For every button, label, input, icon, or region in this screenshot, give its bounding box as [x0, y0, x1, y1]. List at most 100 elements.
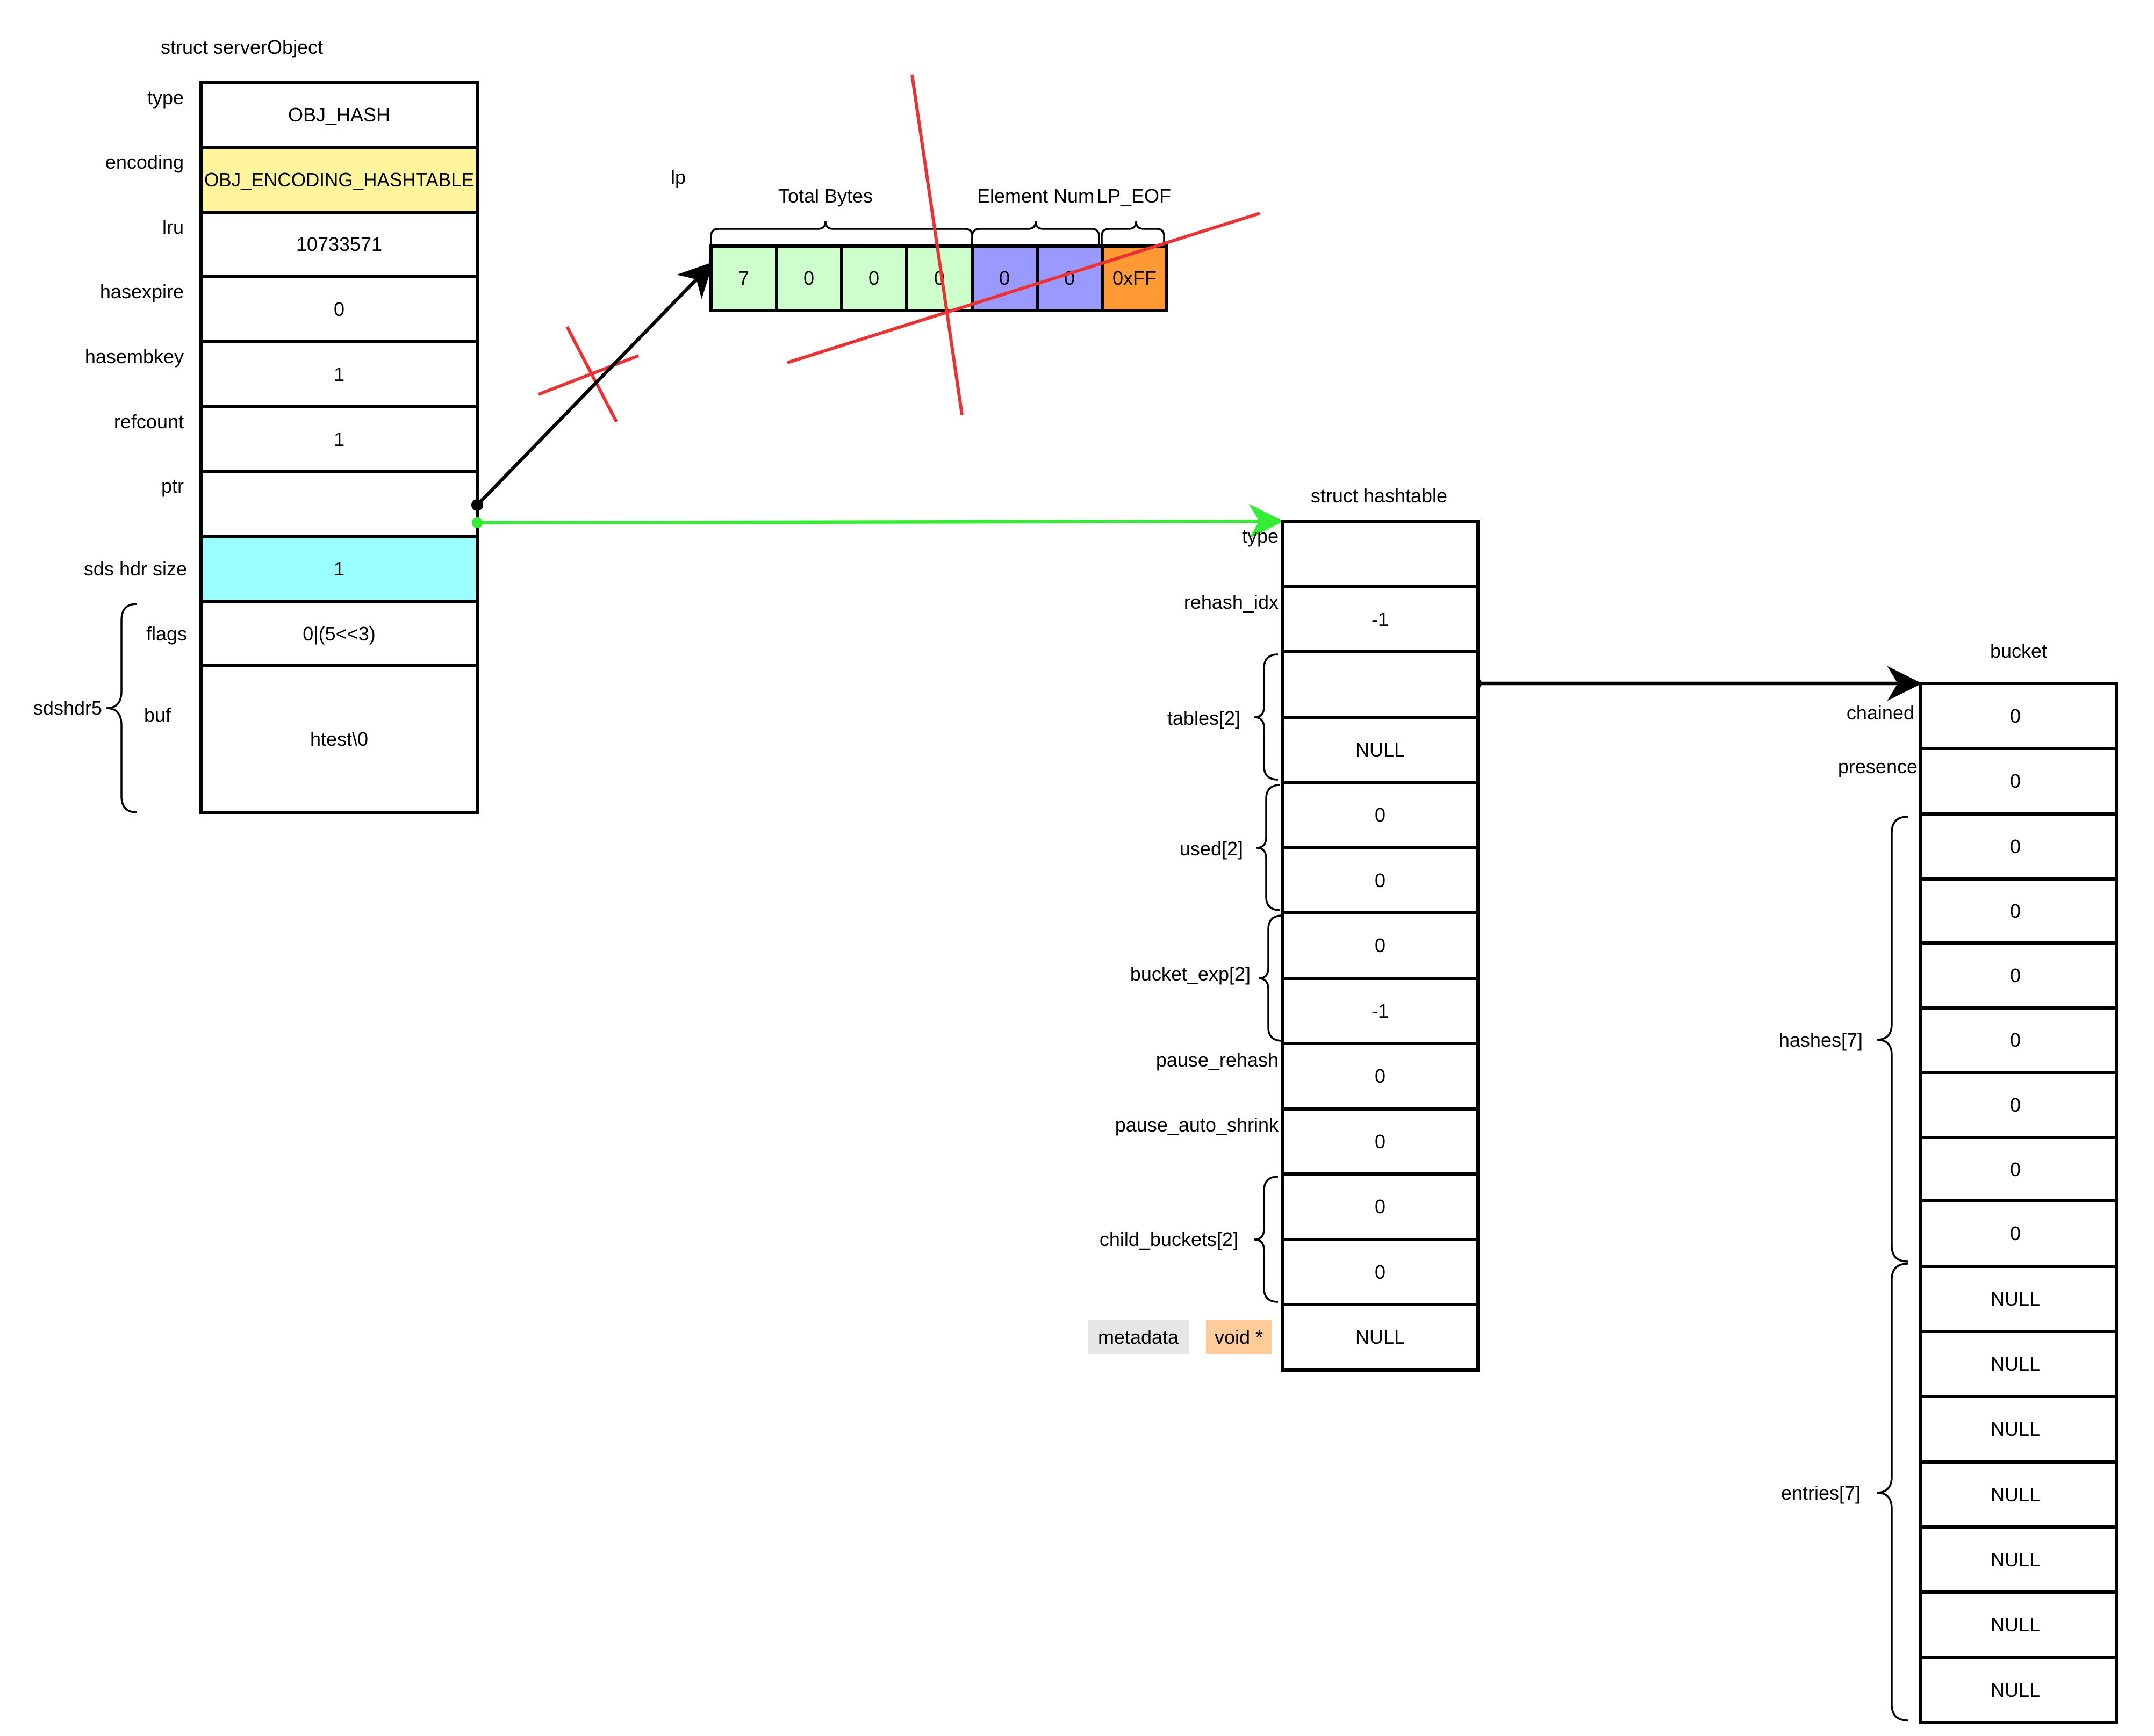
- server-object-ptr-cell: [199, 470, 479, 538]
- metadata-tag: metadata: [1098, 1326, 1179, 1348]
- entries-label: entries[7]: [1781, 1482, 1861, 1504]
- bucket-value: NULL: [1991, 1548, 2040, 1571]
- server-object-type-cell: [199, 81, 479, 149]
- lp-cell-value: 0: [999, 267, 1010, 289]
- ptr-origin-dot: [471, 499, 483, 511]
- lp-eof-brace: [1101, 221, 1165, 246]
- hashtable-value: -1: [1372, 1000, 1389, 1022]
- hashtable-pause-auto-shrink-label: pause_auto_shrink: [1115, 1114, 1279, 1136]
- bucket: bucket chained presence 0 0 0 0 0 0 0 0 …: [1779, 640, 2118, 1724]
- hashtable-cell: [1281, 650, 1480, 719]
- bucket-cell: [1919, 1199, 2118, 1268]
- server-object-hasembkey-label: hasembkey: [85, 345, 184, 368]
- server-object-sds-hdr-size-label: sds hdr size: [84, 558, 187, 580]
- server-object-refcount-value: 1: [334, 428, 344, 450]
- bucket-value: NULL: [1991, 1613, 2040, 1636]
- bucket-exp-label: bucket_exp[2]: [1130, 963, 1251, 985]
- bucket-value: 0: [2010, 705, 2021, 727]
- hashtable-value: 0: [1375, 934, 1385, 956]
- hashtable-cell: [1281, 520, 1480, 588]
- listpack-strike-line: [910, 74, 964, 415]
- hashtable-type-label: type: [1242, 525, 1279, 547]
- listpack-strike-line: [787, 212, 1260, 364]
- sdshdr5-brace: [106, 603, 138, 813]
- bucket-exp-brace: [1258, 914, 1283, 1042]
- bucket-cell: [1919, 941, 2118, 1010]
- bucket-value: NULL: [1991, 1679, 2040, 1701]
- child-buckets-brace: [1254, 1176, 1279, 1303]
- bucket-value: 0: [2010, 770, 2021, 792]
- server-object-ptr-label: ptr: [161, 475, 184, 497]
- lp-cell-value: 7: [738, 267, 749, 289]
- hashes-label: hashes[7]: [1779, 1029, 1863, 1051]
- hashtable-title: struct hashtable: [1311, 485, 1447, 507]
- bucket-cell: [1919, 1071, 2118, 1139]
- bucket-value: 0: [2010, 1094, 2021, 1116]
- element-num-label: Element Num: [977, 185, 1094, 207]
- server-object-title: struct serverObject: [161, 36, 323, 58]
- hashtable-value: 0: [1375, 1261, 1385, 1283]
- hashtable-cell: [1281, 781, 1480, 849]
- bucket-value: NULL: [1991, 1353, 2040, 1375]
- hashtable-cell: [1281, 911, 1480, 980]
- hashtable-cell: [1281, 1238, 1480, 1306]
- tables-brace: [1254, 653, 1279, 781]
- server-object-sds-hdr-size-value: 1: [334, 558, 344, 580]
- server-object-lru-label: lru: [162, 216, 184, 238]
- arrow-strike-line: [537, 354, 640, 396]
- server-object-hasembkey-value: 1: [334, 363, 344, 385]
- server-object-encoding-label: encoding: [105, 151, 184, 173]
- bucket-value: 0: [2010, 1029, 2021, 1051]
- lp-cell: [1036, 244, 1104, 312]
- server-object-encoding-value: OBJ_ENCODING_HASHTABLE: [204, 169, 474, 191]
- hashtable-value: 0: [1375, 804, 1385, 826]
- hashtable-value: 0: [1375, 1195, 1385, 1218]
- server-object-encoding-cell: [199, 146, 479, 214]
- metadata-tag-bg: [1088, 1320, 1189, 1354]
- bucket-value: 0: [2010, 900, 2021, 922]
- server-object: struct serverObject type encoding lru ha…: [33, 36, 479, 814]
- lp-cell-value: 0xFF: [1112, 267, 1157, 289]
- hashtable-cell: [1281, 585, 1480, 653]
- bucket-value: NULL: [1991, 1288, 2040, 1310]
- server-object-buf-label: buf: [144, 704, 171, 726]
- bucket-presence-label: presence: [1838, 755, 1918, 777]
- server-object-type-label: type: [147, 87, 184, 109]
- cross-out-marks: [537, 74, 1260, 423]
- lp-cell: [775, 244, 843, 312]
- bucket-value: 0: [2010, 1158, 2021, 1180]
- listpack: lp Total Bytes Element Num LP_EOF 7 0 0 …: [671, 166, 1171, 312]
- server-object-flags-label: flags: [146, 623, 187, 645]
- listpack-label: lp: [671, 166, 686, 188]
- bucket-title: bucket: [1990, 640, 2047, 662]
- entries-brace: [1876, 1263, 1908, 1721]
- hashtable-cell: [1281, 1172, 1480, 1241]
- bucket-cell: [1919, 1656, 2118, 1724]
- used-label: used[2]: [1180, 838, 1243, 860]
- child-buckets-label: child_buckets[2]: [1100, 1228, 1238, 1250]
- bucket-value: 0: [2010, 1222, 2021, 1244]
- server-object-buf-value: htest\0: [310, 728, 368, 750]
- bucket-cell: [1919, 1460, 2118, 1529]
- ptr-to-listpack-arrow: [476, 262, 714, 507]
- hashtable-cell: [1281, 1303, 1480, 1372]
- hashtable-value: -1: [1372, 608, 1389, 630]
- lp-cell-value: 0: [1064, 267, 1075, 289]
- hashtable-value: NULL: [1355, 1326, 1405, 1348]
- total-bytes-label: Total Bytes: [778, 185, 873, 207]
- lp-eof-label: LP_EOF: [1097, 185, 1171, 207]
- void-pointer-tag: void *: [1215, 1326, 1263, 1348]
- tables-label: tables[2]: [1167, 707, 1240, 729]
- server-object-type-value: OBJ_HASH: [288, 104, 390, 126]
- hashtable-value: 0: [1375, 1130, 1385, 1152]
- hashes-brace: [1876, 816, 1908, 1263]
- hashtable-cell: [1281, 846, 1480, 914]
- bucket-value: NULL: [1991, 1483, 2040, 1506]
- hashtable-value: NULL: [1355, 739, 1405, 761]
- hashtable-pause-rehash-label: pause_rehash: [1156, 1049, 1279, 1071]
- bucket-value: 0: [2010, 835, 2021, 858]
- server-object-flags-cell: [199, 600, 479, 667]
- hashtable-cell: [1281, 1107, 1480, 1176]
